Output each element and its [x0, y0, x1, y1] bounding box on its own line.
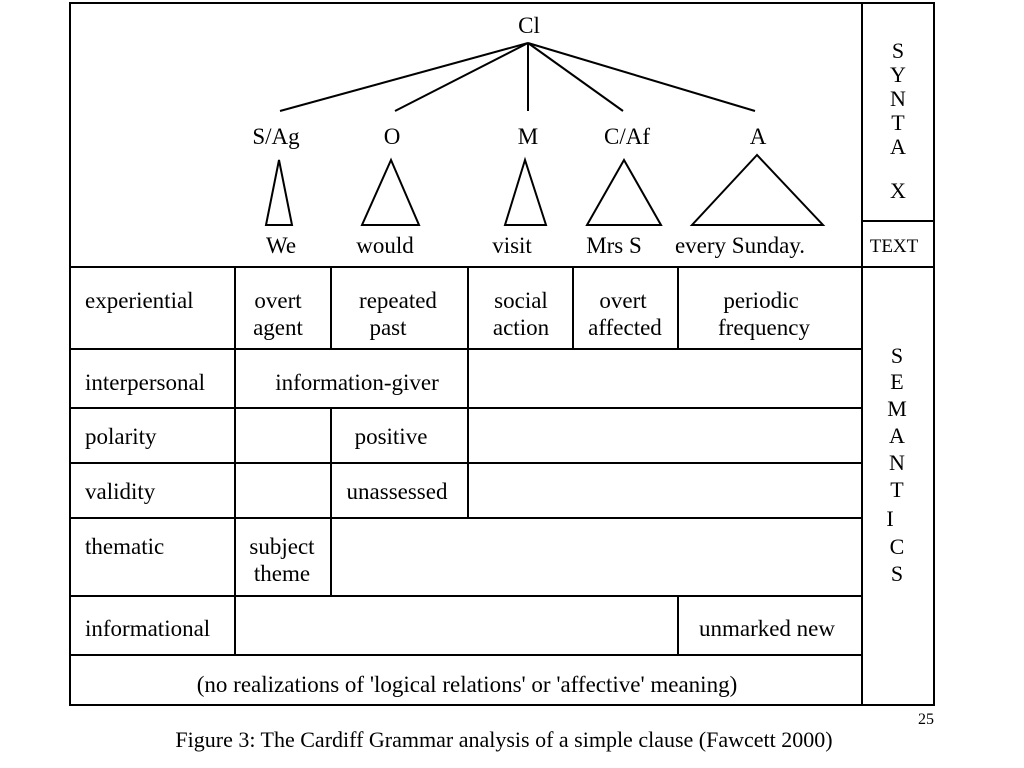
- word: every Sunday.: [675, 233, 805, 258]
- constituent-labels: S/Ag O M C/Af A: [252, 124, 766, 149]
- row-label-thematic: thematic: [85, 534, 164, 559]
- table-cell: periodic: [723, 288, 798, 313]
- table-cell: unassessed: [347, 479, 448, 504]
- svg-text:S: S: [892, 38, 904, 63]
- svg-text:I: I: [886, 506, 893, 531]
- experiential-cells: overt agent repeated past social action …: [253, 288, 810, 340]
- table-cell: information-giver: [275, 370, 439, 395]
- svg-text:E: E: [890, 369, 903, 394]
- branch-o: [394, 42, 529, 112]
- constituent-label: S/Ag: [252, 124, 300, 149]
- table-cell: repeated: [359, 288, 437, 313]
- semantics-vertical-label: S E M A N T I C S: [886, 343, 906, 586]
- branch-a: [527, 42, 756, 112]
- tree-root-label: Cl: [518, 13, 540, 38]
- table-cell: subject: [249, 534, 315, 559]
- syntax-tree: Cl S/Ag O M C/Af A We would visit Mrs: [252, 13, 826, 258]
- word: We: [266, 233, 296, 258]
- triangle-o: [360, 157, 421, 226]
- table-cell: positive: [355, 424, 428, 449]
- table-cell: social: [494, 288, 548, 313]
- row-label-validity: validity: [85, 479, 156, 504]
- figure-caption: Figure 3: The Cardiff Grammar analysis o…: [175, 727, 832, 752]
- triangle-c-af: [585, 157, 663, 226]
- svg-text:A: A: [889, 423, 905, 448]
- text-side-label: TEXT: [870, 236, 919, 257]
- svg-text:Y: Y: [890, 62, 906, 87]
- word: visit: [492, 233, 532, 258]
- footnote-row: (no realizations of 'logical relations' …: [197, 672, 737, 697]
- triangle-s-ag: [264, 159, 294, 226]
- svg-text:T: T: [891, 110, 905, 135]
- word: Mrs S: [586, 233, 642, 258]
- svg-text:S: S: [891, 561, 903, 586]
- svg-text:S: S: [891, 343, 903, 368]
- syntax-vertical-label: S Y N T A X: [890, 38, 906, 203]
- table-cell: action: [493, 315, 550, 340]
- table-cell: theme: [254, 561, 310, 586]
- word: would: [356, 233, 414, 258]
- constituent-label: O: [384, 124, 401, 149]
- svg-text:T: T: [890, 477, 904, 502]
- constituent-label: A: [750, 124, 767, 149]
- table-cell: unmarked new: [699, 616, 835, 641]
- row-label-informational: informational: [85, 616, 210, 641]
- table-cell: overt: [599, 288, 647, 313]
- triangle-a: [689, 153, 826, 226]
- svg-text:N: N: [890, 86, 906, 111]
- constituent-label: C/Af: [604, 124, 650, 149]
- svg-text:N: N: [889, 450, 905, 475]
- constituent-triangles: [264, 153, 826, 226]
- table-cell: affected: [588, 315, 662, 340]
- svg-text:A: A: [890, 134, 906, 159]
- branch-c-af: [527, 42, 624, 112]
- table-cell: past: [369, 315, 407, 340]
- row-label-interpersonal: interpersonal: [85, 370, 205, 395]
- table-cell: agent: [253, 315, 303, 340]
- row-label-experiential: experiential: [85, 288, 194, 313]
- row-label-polarity: polarity: [85, 424, 157, 449]
- table-cell: frequency: [718, 315, 810, 340]
- svg-text:X: X: [890, 178, 906, 203]
- outer-frame: [69, 2, 935, 706]
- svg-text:M: M: [887, 396, 907, 421]
- constituent-label: M: [518, 124, 538, 149]
- triangle-m: [503, 156, 548, 226]
- tree-branches: [279, 42, 756, 112]
- page-number: 25: [918, 711, 934, 728]
- semantics-table: experiential interpersonal polarity vali…: [85, 288, 835, 697]
- branch-s-ag: [279, 42, 529, 112]
- clause-words: We would visit Mrs S every Sunday.: [266, 233, 805, 258]
- svg-text:C: C: [890, 534, 905, 559]
- table-cell: overt: [254, 288, 302, 313]
- table-grid: [69, 2, 935, 706]
